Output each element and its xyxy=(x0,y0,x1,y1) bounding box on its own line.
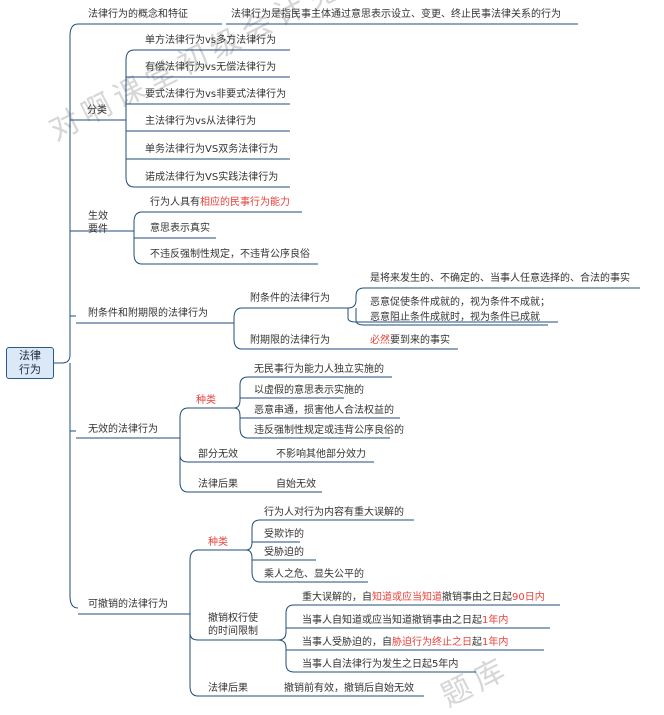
voidable-type-item: 行为人对行为内容有重大误解的 xyxy=(264,507,404,518)
highlight-text: 必然 xyxy=(370,335,390,346)
void-partial-label[interactable]: 部分无效 xyxy=(198,449,238,460)
void-type-item: 恶意串通，损害他人合法权益的 xyxy=(254,405,394,416)
time-limit-item: 当事人自知道或应当知道撤销事由之日起1年内 xyxy=(302,615,509,626)
voidable-type-item: 乘人之危、显失公平的 xyxy=(264,569,364,580)
root-label-line1: 法律 xyxy=(19,349,41,362)
time-limit-item: 当事人受胁迫的，自胁迫行为终止之日起1年内 xyxy=(302,637,509,648)
term-act[interactable]: 附期限的法律行为 xyxy=(250,335,330,346)
branch-effective-conditions[interactable]: 生效 要件 xyxy=(88,211,108,235)
voidable-type-item: 受胁迫的 xyxy=(264,547,304,558)
highlight-text: 胁迫行为终止之日 xyxy=(392,637,472,648)
classification-item[interactable]: 有偿法律行为vs无偿法律行为 xyxy=(145,62,277,73)
root-label-line2: 行为 xyxy=(19,363,41,376)
time-limit-item: 当事人自法律行为发生之日起5年内 xyxy=(302,659,459,670)
branch-concept[interactable]: 法律行为的概念和特征 xyxy=(88,9,188,20)
effective-condition-intent[interactable]: 意思表示真实 xyxy=(150,223,210,234)
void-partial-desc: 不影响其他部分效力 xyxy=(276,449,366,460)
voidable-types-label[interactable]: 种类 xyxy=(208,537,228,548)
branch-classification[interactable]: 分类 xyxy=(87,105,107,116)
concept-definition: 法律行为是指民事主体通过意思表示设立、变更、终止民事法律关系的行为 xyxy=(231,9,561,20)
branch-void-acts[interactable]: 无效的法律行为 xyxy=(88,424,158,435)
classification-item[interactable]: 主法律行为vs从法律行为 xyxy=(145,116,257,127)
classification-item[interactable]: 单务法律行为VS双务法律行为 xyxy=(145,144,279,155)
highlight-text: 1年内 xyxy=(482,615,509,626)
branch-voidable-acts[interactable]: 可撤销的法律行为 xyxy=(88,599,168,610)
effective-condition-capacity[interactable]: 行为人具有相应的民事行为能力 xyxy=(150,197,290,208)
voidable-result-label[interactable]: 法律后果 xyxy=(208,683,248,694)
void-type-item: 以虚假的意思表示实施的 xyxy=(254,385,364,396)
branch-conditional-term[interactable]: 附条件和附期限的法律行为 xyxy=(88,308,208,319)
void-result-desc: 自始无效 xyxy=(276,479,316,490)
time-limit-item: 重大误解的，自知道或应当知道撤销事由之日起90日内 xyxy=(302,592,545,603)
voidable-type-item: 受欺诈的 xyxy=(264,529,304,540)
highlight-text: 1年内 xyxy=(482,637,509,648)
rescission-time-limit-label[interactable]: 撤销权行使 的时间限制 xyxy=(208,613,258,637)
highlight-text: 相应的民事行为能力 xyxy=(200,197,290,208)
highlight-text: 知道或应当知道 xyxy=(372,592,442,603)
classification-item[interactable]: 诺成法律行为VS实践法律行为 xyxy=(145,172,279,183)
conditional-act[interactable]: 附条件的法律行为 xyxy=(250,293,330,304)
void-type-item: 违反强制性规定或违背公序良俗的 xyxy=(254,425,404,436)
void-result-label[interactable]: 法律后果 xyxy=(198,479,238,490)
void-types-label[interactable]: 种类 xyxy=(196,395,216,406)
term-act-detail: 必然要到来的事实 xyxy=(370,335,450,346)
conditional-act-detail: 恶意促使条件成就的，视为条件不成就； xyxy=(370,297,550,308)
voidable-result-desc: 撤销前有效，撤销后自始无效 xyxy=(284,683,414,694)
conditional-act-detail: 是将来发生的、不确定的、当事人任意选择的、合法的事实 xyxy=(370,273,630,284)
classification-item[interactable]: 单方法律行为vs多方法律行为 xyxy=(145,35,277,46)
highlight-text: 90日内 xyxy=(512,592,545,603)
void-type-item: 无民事行为能力人独立实施的 xyxy=(254,364,384,375)
effective-condition-legality[interactable]: 不违反强制性规定，不违背公序良俗 xyxy=(150,249,310,260)
root-node[interactable]: 法律 行为 xyxy=(6,347,54,379)
classification-item[interactable]: 要式法律行为vs非要式法律行为 xyxy=(145,89,287,100)
conditional-act-detail: 恶意阻止条件成就时，视为条件已成就 xyxy=(370,312,540,323)
